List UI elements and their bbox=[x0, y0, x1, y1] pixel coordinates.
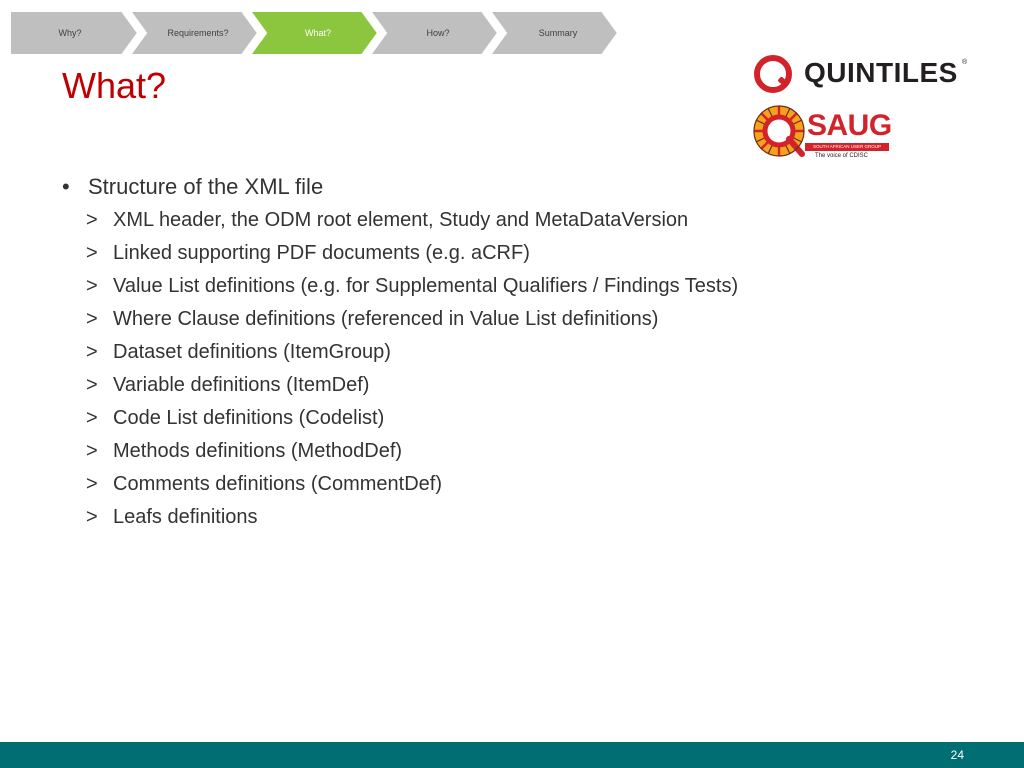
sub-bullet-text: Variable definitions (ItemDef) bbox=[113, 374, 370, 396]
sub-bullet-marker: > bbox=[86, 275, 98, 297]
sub-bullet-marker: > bbox=[86, 506, 98, 528]
nav-step-what[interactable]: What? bbox=[304, 28, 331, 38]
sub-bullet-marker: > bbox=[86, 440, 98, 462]
sub-bullet-text: Methods definitions (MethodDef) bbox=[113, 440, 403, 462]
process-nav: Why? Requirements? What? How? Summary bbox=[10, 11, 622, 55]
sub-bullet-text: Leafs definitions bbox=[113, 506, 258, 528]
saug-tagline: The voice of CDISC bbox=[815, 153, 869, 159]
nav-chevron[interactable] bbox=[10, 11, 140, 55]
nav-step-summary[interactable]: Summary bbox=[538, 28, 578, 38]
sub-bullet-item: > Value List definitions (e.g. for Supple… bbox=[62, 270, 962, 303]
sub-bullet-item: > Dataset definitions (ItemGroup) bbox=[62, 336, 962, 369]
saug-band-text: SOUTH AFRICAN USER GROUP bbox=[805, 143, 889, 151]
sub-bullet-text: Value List definitions (e.g. for Supplem… bbox=[113, 275, 739, 297]
sub-bullet-item: > Methods definitions (MethodDef) bbox=[62, 435, 962, 468]
sub-bullet-text: XML header, the ODM root element, Study … bbox=[113, 209, 689, 231]
sub-bullet-text: Code List definitions (Codelist) bbox=[113, 407, 385, 429]
sub-bullet-marker: > bbox=[86, 209, 98, 231]
slide-body: • Structure of the XML file > XML header,… bbox=[62, 172, 962, 534]
sub-bullet-item: > Linked supporting PDF documents (e.g. a… bbox=[62, 237, 962, 270]
sub-bullet-item: > XML header, the ODM root element, Study… bbox=[62, 204, 962, 237]
quintiles-wordmark: QUINTILES bbox=[804, 57, 958, 88]
nav-chevron[interactable] bbox=[248, 11, 380, 55]
sub-bullet-item: > Where Clause definitions (referenced in… bbox=[62, 303, 962, 336]
quintiles-logo: QUINTILES ® bbox=[752, 52, 974, 96]
saug-emblem-icon bbox=[753, 105, 805, 157]
page-number: 24 bbox=[950, 748, 964, 762]
sub-bullet-marker: > bbox=[86, 473, 98, 495]
main-bullet-text: Structure of the XML file bbox=[88, 174, 324, 199]
saug-logo: SAUG SOUTH AFRICAN USER GROUP The voice … bbox=[752, 101, 892, 165]
slide-title: What? bbox=[62, 65, 167, 106]
nav-step-how[interactable]: How? bbox=[426, 28, 450, 38]
sub-bullet-item: > Variable definitions (ItemDef) bbox=[62, 369, 962, 402]
sub-bullet-text: Dataset definitions (ItemGroup) bbox=[113, 341, 391, 363]
sub-bullet-item: > Code List definitions (Codelist) bbox=[62, 402, 962, 435]
main-bullet: • Structure of the XML file bbox=[62, 172, 962, 202]
nav-step-requirements[interactable]: Requirements? bbox=[167, 28, 229, 38]
sub-bullet-list: > XML header, the ODM root element, Study… bbox=[62, 204, 962, 534]
saug-wordmark: SAUG bbox=[807, 109, 892, 142]
sub-bullet-item: > Comments definitions (CommentDef) bbox=[62, 468, 962, 501]
sub-bullet-marker: > bbox=[86, 242, 98, 264]
sub-bullet-item: > Leafs definitions bbox=[62, 501, 962, 534]
sub-bullet-text: Where Clause definitions (referenced in … bbox=[113, 308, 659, 330]
process-nav-chevrons bbox=[10, 11, 620, 55]
sub-bullet-text: Linked supporting PDF documents (e.g. aC… bbox=[113, 242, 530, 264]
footer-bar: 24 bbox=[0, 742, 1024, 768]
bullet-marker: • bbox=[62, 174, 70, 199]
sub-bullet-marker: > bbox=[86, 407, 98, 429]
nav-chevron[interactable] bbox=[488, 11, 620, 55]
nav-chevron[interactable] bbox=[128, 11, 260, 55]
sub-bullet-text: Comments definitions (CommentDef) bbox=[113, 473, 442, 495]
registered-mark: ® bbox=[962, 59, 968, 66]
sub-bullet-marker: > bbox=[86, 341, 98, 363]
sub-bullet-marker: > bbox=[86, 374, 98, 396]
sub-bullet-marker: > bbox=[86, 308, 98, 330]
nav-step-why[interactable]: Why? bbox=[58, 28, 82, 38]
nav-chevron[interactable] bbox=[368, 11, 500, 55]
quintiles-q-ring-icon bbox=[754, 55, 792, 93]
